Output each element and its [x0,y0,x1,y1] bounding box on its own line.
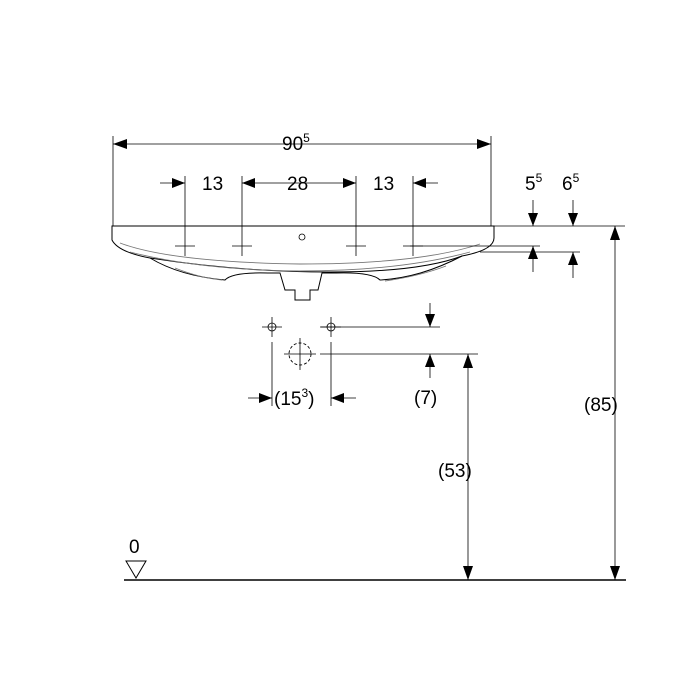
tap-spacing-dimensions: 13 28 13 [160,174,438,195]
svg-text:(153): (153) [274,386,314,410]
drain-outlet-mark [284,338,316,370]
left-spacing-label: 13 [202,174,223,195]
overall-width-sup: 5 [303,131,310,145]
outlet-height-label: (53) [438,461,472,482]
outlet-offset-label: (7) [414,388,437,409]
fixing-spacing-open: (15 [274,389,301,410]
total-height-label: (85) [584,395,618,416]
center-spacing-label: 28 [287,174,308,195]
washbasin-outline [111,225,495,301]
overall-width-dimension: 905 [113,131,491,155]
tap-hole-marks [175,236,423,256]
rim-b-sup: 5 [573,171,580,185]
floor-line: 0 [124,537,626,581]
rim-b-value: 6 [562,174,573,195]
fixing-spacing-sup: 3 [301,386,308,400]
total-height-dimension: (85) [584,226,620,580]
fixing-point-marks [262,317,341,337]
rim-a-sup: 5 [536,171,543,185]
overall-width-value: 90 [282,134,303,155]
floor-level-symbol [125,560,147,579]
outlet-height-dimension: (53) [438,354,473,580]
fixing-spacing-close: ) [308,389,314,410]
svg-text:65: 65 [562,171,580,195]
outlet-offset-dimension: (7) [414,303,437,409]
right-spacing-label: 13 [373,174,394,195]
svg-text:55: 55 [525,171,543,195]
rim-thickness-dimensions: 55 65 [525,171,580,278]
extension-lines [112,136,625,406]
fixing-spacing-dimension: (153) [248,386,356,410]
svg-text:905: 905 [282,131,310,155]
rim-a-value: 5 [525,174,536,195]
floor-level-label: 0 [129,537,140,558]
